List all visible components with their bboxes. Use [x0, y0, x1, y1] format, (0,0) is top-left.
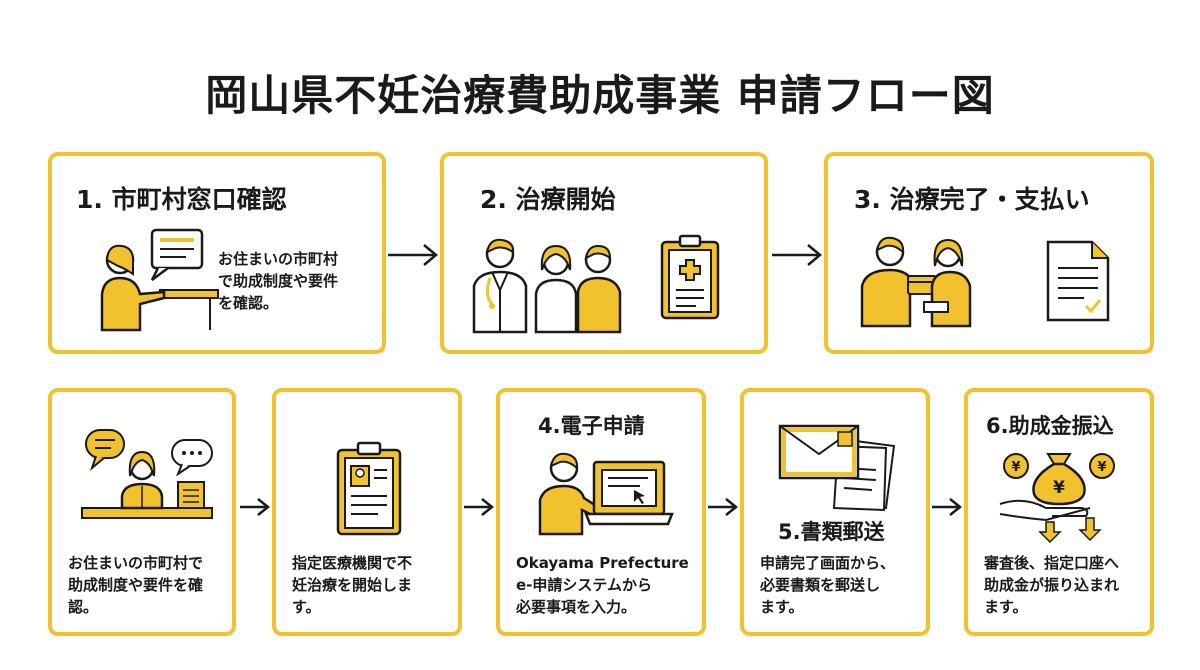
svg-text:¥: ¥	[1011, 460, 1020, 475]
detail-text-5: 審査後、指定口座へ 助成金が振り込まれ ます。	[984, 554, 1120, 616]
detail-card-5: 6.助成金振込 ¥ ¥ ¥ 審査後、指定口座へ 助成金が振り込まれ ます。	[964, 388, 1154, 636]
step-card-2: 2. 治療開始	[440, 152, 768, 354]
detail-text-1: お住まいの市町村で 助成制度や要件を確 認。	[68, 554, 204, 616]
reception-staff-icon	[81, 450, 213, 519]
chat-bubbles-icon	[85, 429, 213, 476]
yen-money-bag-icon: ¥ ¥ ¥	[999, 453, 1115, 544]
receipt-document-icon	[1046, 240, 1110, 322]
person-laptop-icon	[538, 452, 674, 536]
step-title-6: 6.助成金振込	[986, 414, 1114, 438]
page-title: 岡山県不妊治療費助成事業 申請フロー図	[205, 71, 995, 120]
step-title-1: 1. 市町村窓口確認	[76, 185, 287, 214]
envelope-documents-icon	[778, 424, 896, 512]
step-text-1: お住まいの市町村 で助成制度や要件 を確認。	[218, 250, 339, 312]
card-payment-icon	[860, 236, 972, 328]
arrow-right-icon	[388, 244, 438, 266]
arrow-right-icon	[464, 498, 495, 516]
person-at-counter-icon	[100, 244, 219, 332]
couple-icon	[534, 244, 622, 334]
detail-text-4: 申請完了画面から、 必要書類を郵送し ます。	[760, 554, 896, 616]
detail-text-2: 指定医療機関で不 妊治療を開始しま す。	[292, 554, 413, 616]
arrow-right-icon	[708, 498, 739, 516]
speech-bubble-document-icon	[150, 228, 204, 281]
doctor-icon	[472, 238, 528, 334]
step-title-5: 5.書類郵送	[778, 520, 885, 544]
detail-card-2: 指定医療機関で不 妊治療を開始しま す。	[272, 388, 462, 636]
medical-clipboard-icon	[660, 234, 720, 320]
arrow-right-icon	[240, 498, 271, 516]
arrow-right-icon	[772, 244, 822, 266]
step-title-4: 4.電子申請	[538, 414, 645, 438]
svg-text:¥: ¥	[1053, 478, 1065, 498]
step-card-3: 3. 治療完了・支払い	[824, 152, 1154, 354]
step-title-2: 2. 治療開始	[480, 185, 616, 214]
detail-text-3: Okayama Prefecture e-申請システムから 必要事項を入力。	[516, 554, 689, 616]
arrow-right-icon	[932, 498, 963, 516]
step-title-3: 3. 治療完了・支払い	[854, 185, 1090, 214]
svg-text:¥: ¥	[1097, 460, 1106, 475]
detail-card-3: 4.電子申請 Okayama Prefecture e-申請システムから 必要事…	[496, 388, 706, 636]
id-clipboard-icon	[336, 441, 402, 536]
detail-card-4: 5.書類郵送 申請完了画面から、 必要書類を郵送し ます。	[740, 388, 930, 636]
step-card-1: 1. 市町村窓口確認 お住まいの市町村 で助成制度や要件 を確認。	[48, 152, 386, 354]
detail-card-1: お住まいの市町村で 助成制度や要件を確 認。	[48, 388, 236, 636]
